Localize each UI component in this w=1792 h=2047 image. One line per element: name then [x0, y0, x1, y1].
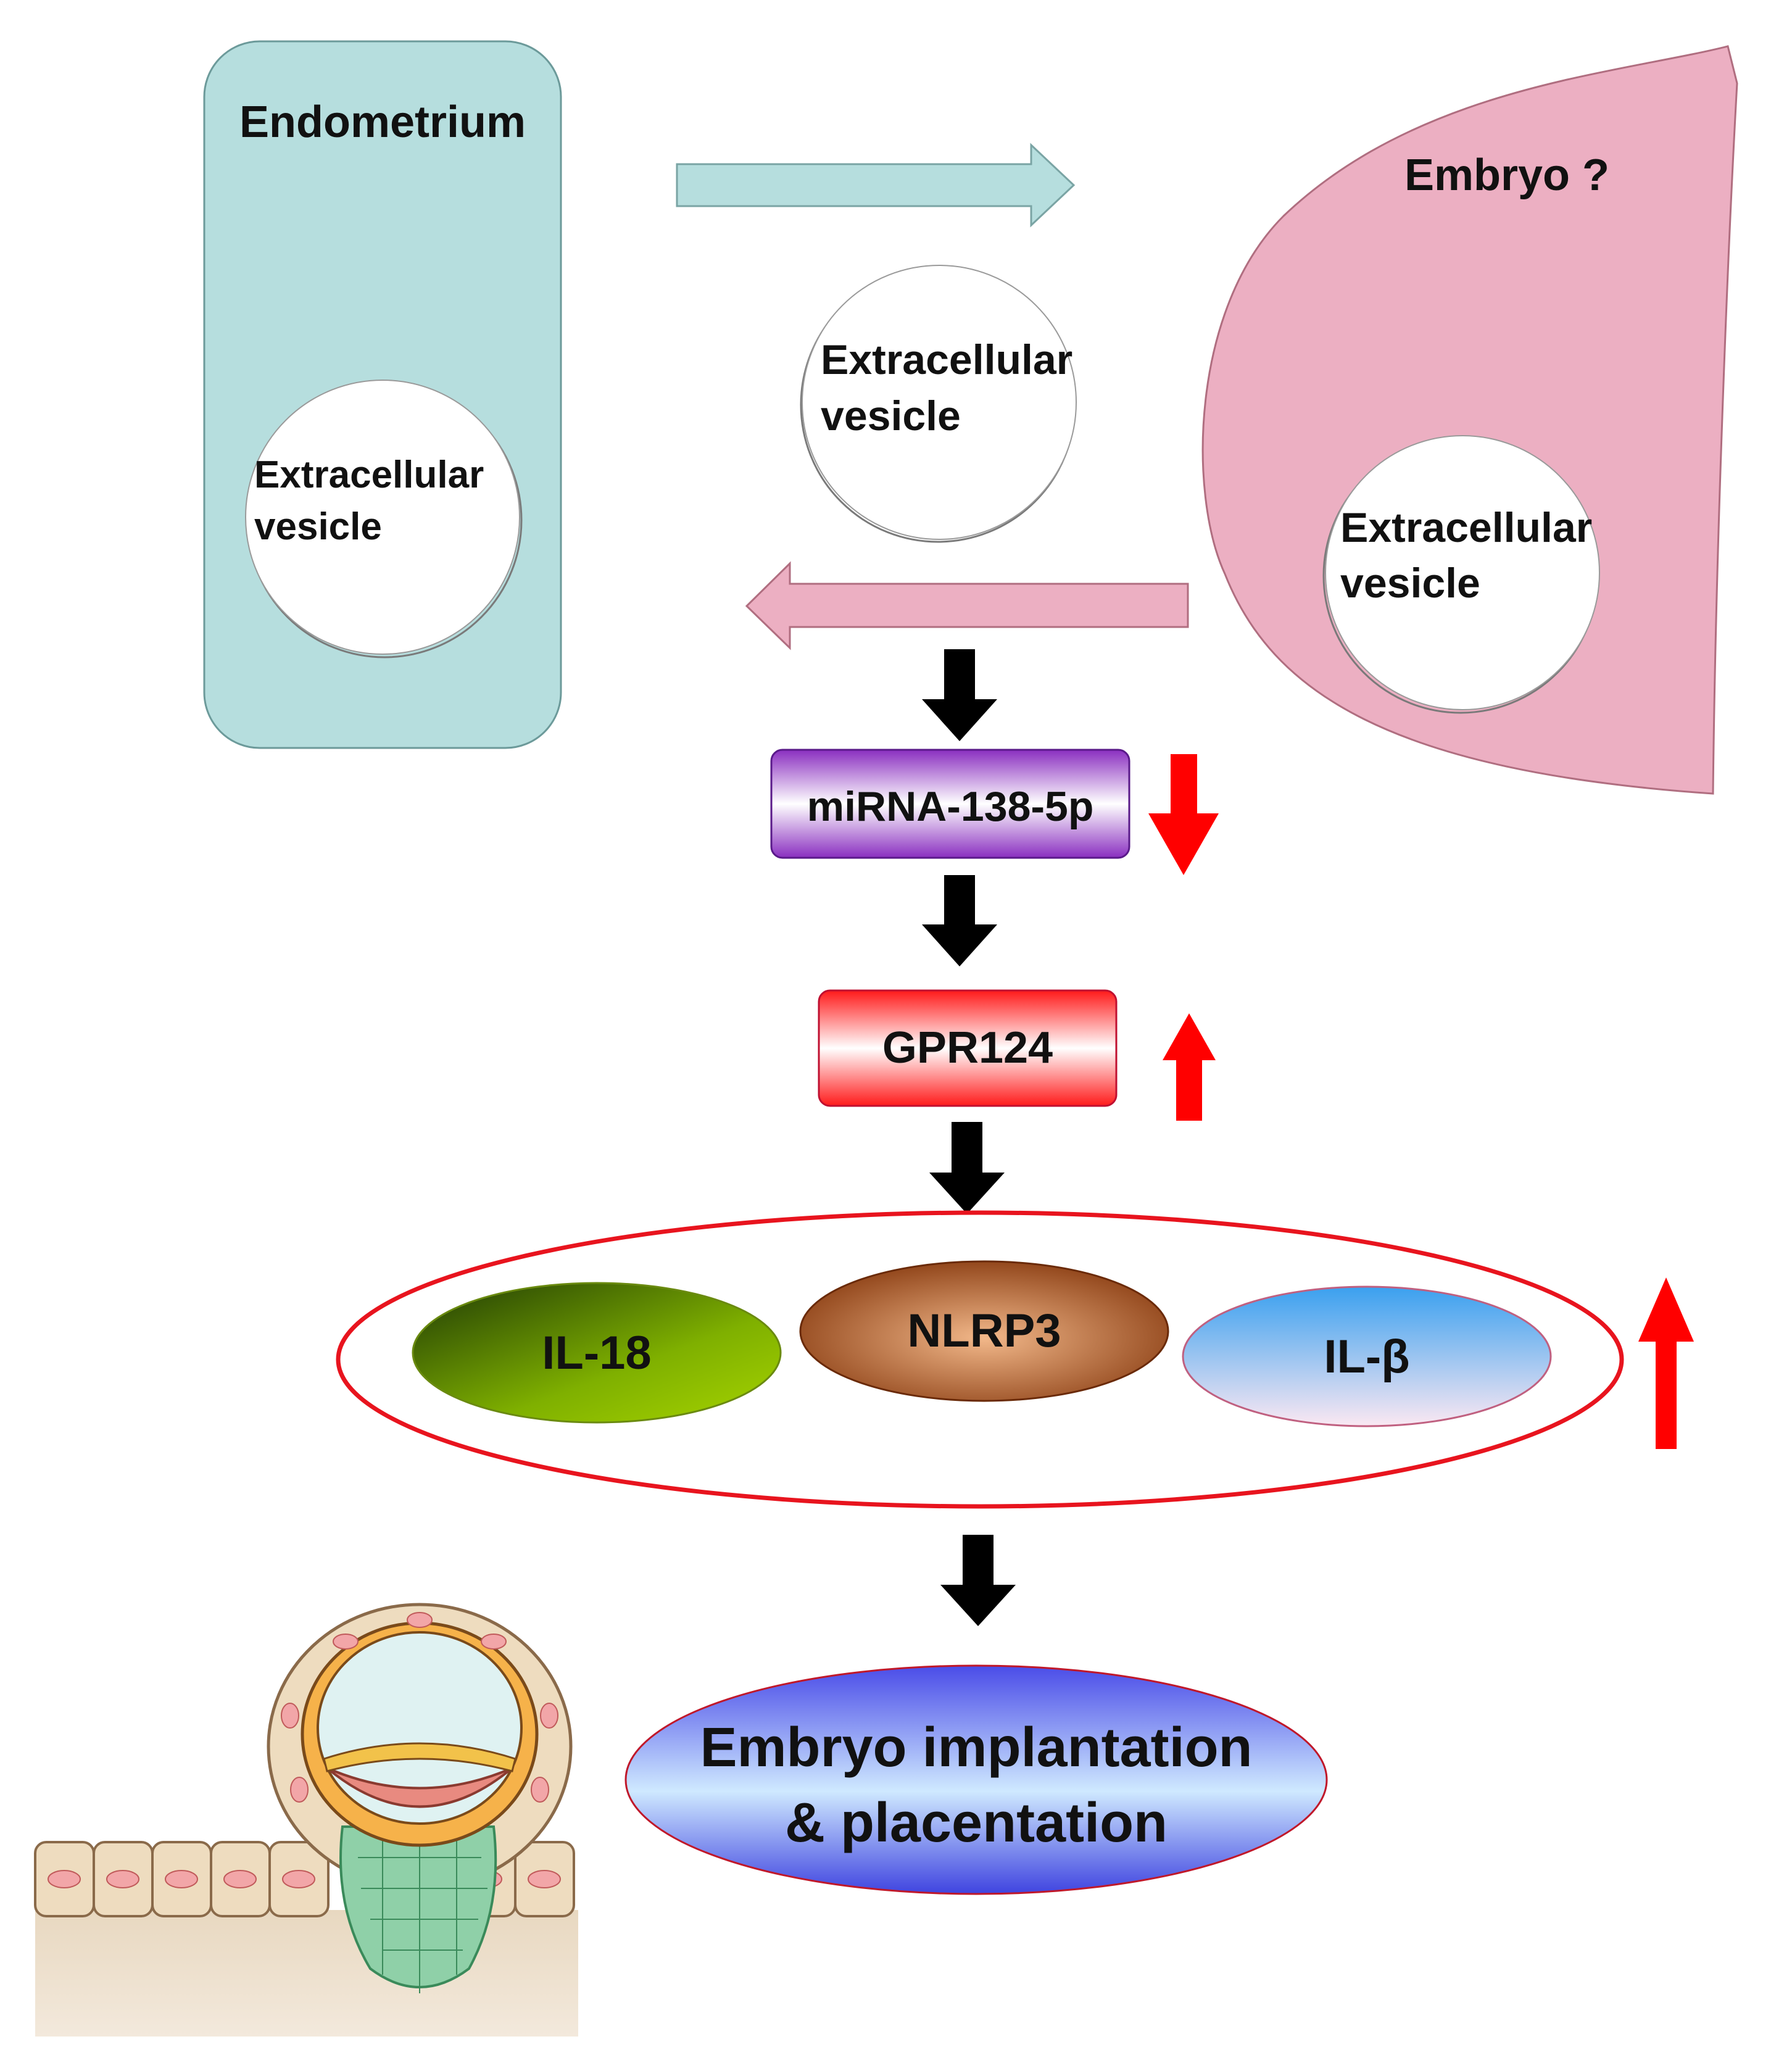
- vesicle-label-line1: Extracellular: [254, 454, 484, 496]
- il18-ellipse: [412, 1282, 782, 1424]
- up-regulation-arrow: [1638, 1277, 1694, 1449]
- flow-arrow-down: [940, 1535, 1016, 1626]
- flow-arrow-down: [929, 1122, 1005, 1214]
- nlrp3-ellipse: [799, 1260, 1169, 1402]
- outcome-line1: Embryo implantation: [700, 1717, 1252, 1779]
- endometrium-to-embryo-arrow: [676, 143, 1076, 228]
- mirna-box: miRNA-138-5p: [770, 749, 1130, 859]
- outcome-ellipse: Embryo implantation & placentation: [624, 1664, 1328, 1895]
- ilb-ellipse: [1182, 1285, 1552, 1427]
- vesicle-label-line2: vesicle: [1340, 560, 1480, 607]
- vesicle-endometrium: Extracellular vesicle: [245, 380, 523, 658]
- implantation-illustration: [34, 1603, 578, 2037]
- endometrium-title: Endometrium: [239, 98, 526, 147]
- vesicle-label-line2: vesicle: [254, 505, 382, 548]
- embryo-title: Embryo ?: [1404, 151, 1609, 200]
- up-regulation-arrow: [1163, 1013, 1216, 1121]
- gpr124-box: GPR124: [818, 989, 1118, 1107]
- outcome-line2: & placentation: [785, 1792, 1168, 1854]
- ilb-label: IL-β: [1324, 1331, 1409, 1383]
- vesicle-label-line1: Extracellular: [1340, 504, 1592, 551]
- flow-arrow-down: [922, 875, 997, 966]
- mirna-label: miRNA-138-5p: [807, 783, 1094, 830]
- vesicle-secreted: Extracellular vesicle: [800, 265, 1077, 543]
- down-regulation-arrow: [1148, 754, 1219, 875]
- vesicle-label-line1: Extracellular: [821, 336, 1072, 383]
- gpr124-label: GPR124: [882, 1023, 1053, 1073]
- vesicle-label-line2: vesicle: [821, 392, 961, 439]
- inflammasome-group: IL-18 NLRP3 IL-β: [336, 1210, 1624, 1509]
- il18-label: IL-18: [542, 1327, 651, 1379]
- nlrp3-label: NLRP3: [907, 1305, 1061, 1357]
- flow-arrow-down: [922, 649, 997, 741]
- embryo-to-endometrium-arrow: [745, 561, 1189, 650]
- vesicle-embryo: Extracellular vesicle: [1322, 435, 1600, 714]
